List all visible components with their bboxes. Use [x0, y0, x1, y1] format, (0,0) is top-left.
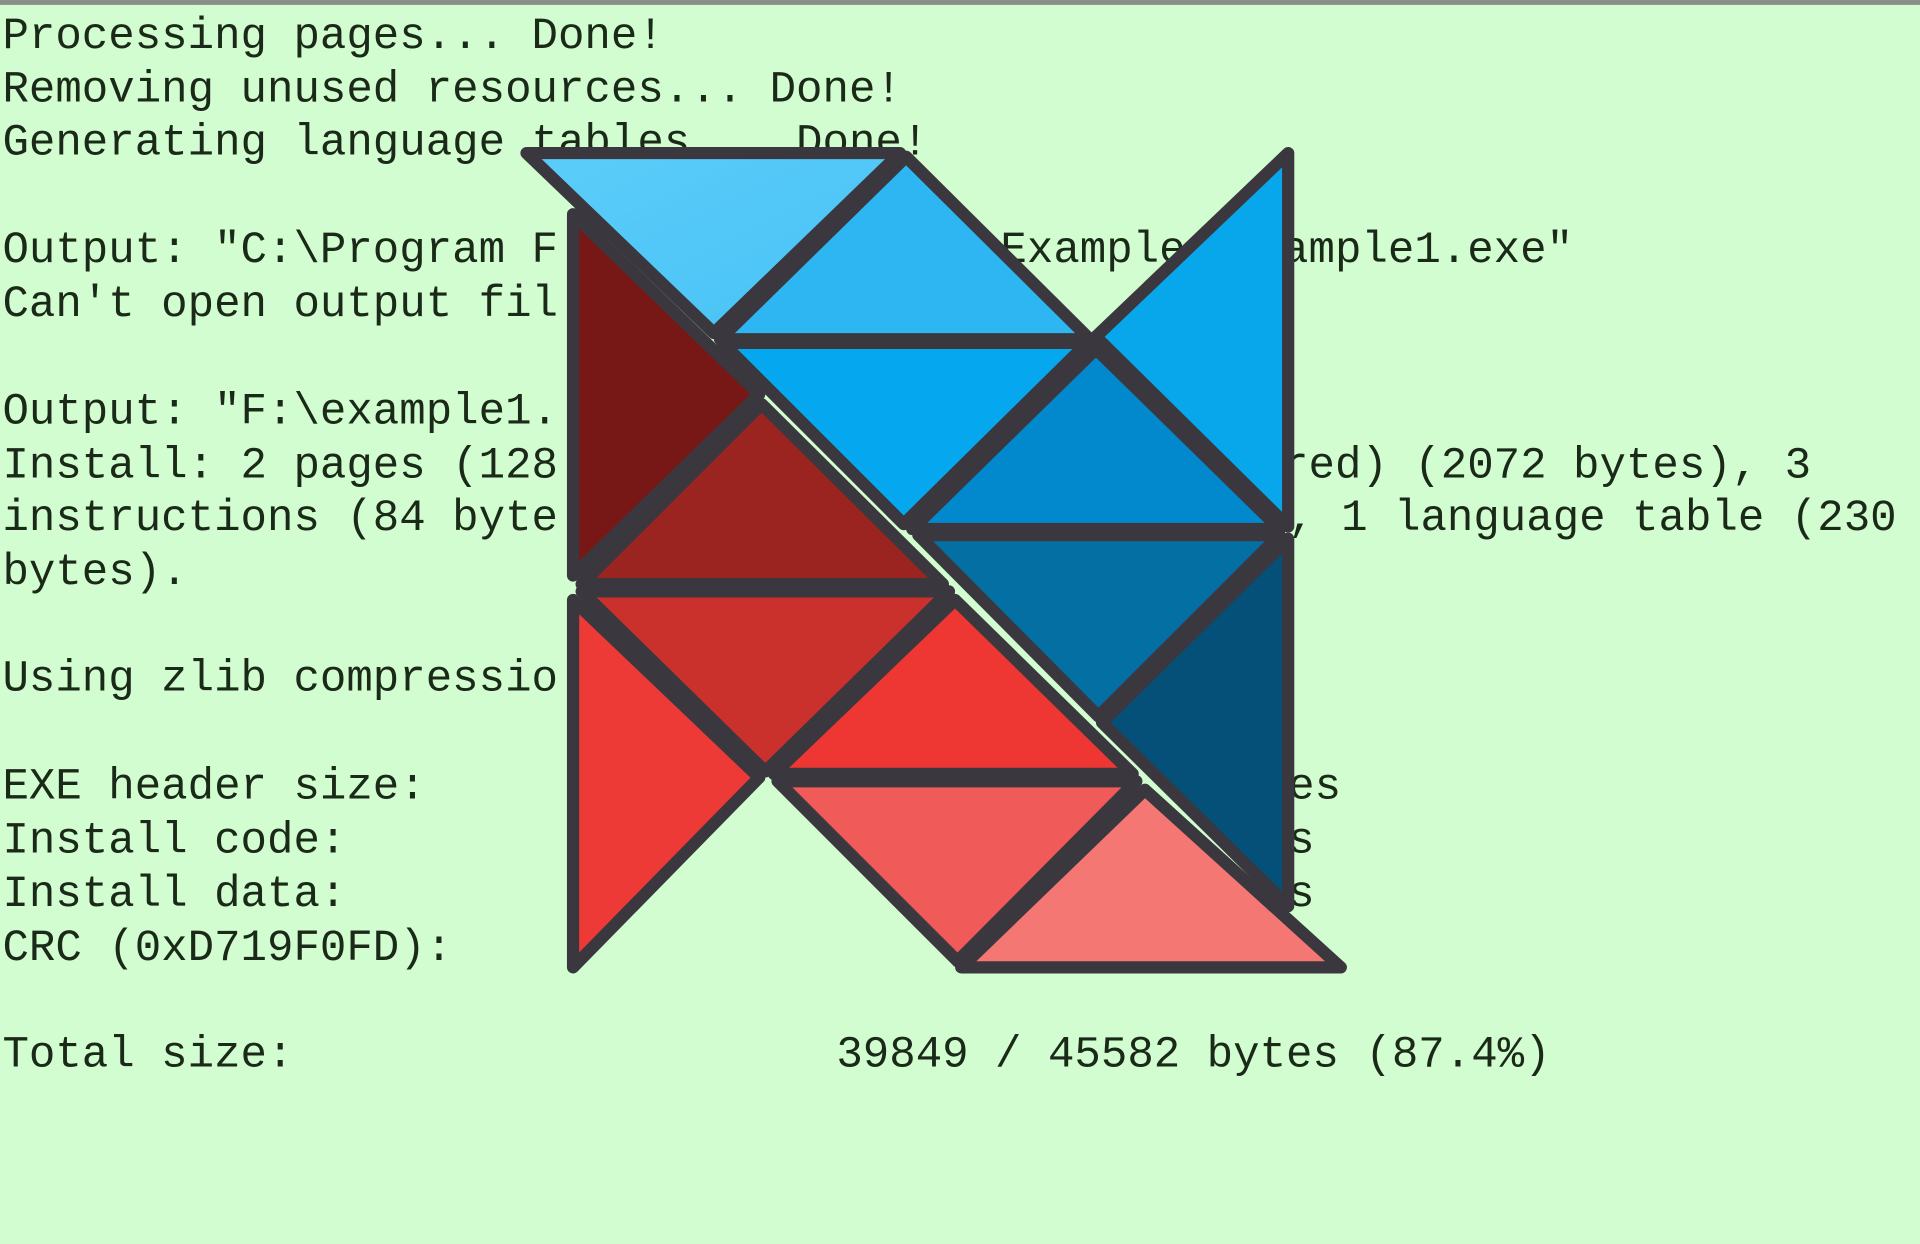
log-text: Processing pages... Done!	[2, 11, 664, 62]
log-text: Output: "C:\Program F	[2, 225, 558, 276]
log-text: es	[1288, 761, 1342, 812]
log-line: Can't open output fil	[2, 278, 558, 332]
logo-triangle	[771, 775, 1143, 968]
logo-triangle	[716, 336, 1094, 531]
log-line: instructions (84 byte , 1 language table…	[2, 492, 1920, 546]
log-text: Install: 2 pages (128	[2, 440, 558, 492]
logo-triangle	[912, 528, 1286, 723]
log-text: red) (2072 bytes), 3	[1282, 440, 1812, 492]
nsis-logo-icon	[520, 146, 1347, 974]
log-line: Install data: s	[2, 868, 1912, 922]
logo-triangle	[1089, 146, 1295, 533]
log-text: Using zlib compressio	[2, 653, 558, 705]
logo-triangle	[575, 397, 949, 591]
log-text: Removing unused resources... Done!	[2, 64, 902, 116]
log-text: Install code:	[2, 815, 347, 866]
log-line: Output: "C:\Program F Example ample1.exe…	[2, 224, 1912, 278]
logo-triangle	[566, 208, 766, 582]
log-line: CRC (0xD719F0FD):	[2, 922, 452, 976]
log-text: ample1.exe"	[1282, 225, 1574, 276]
log-text: EXE header size:	[2, 761, 426, 812]
log-line: Removing unused resources... Done!	[2, 64, 901, 118]
log-text: Output: "F:\example1.	[2, 386, 558, 438]
log-text: Example	[1000, 225, 1186, 276]
log-text: bytes).	[2, 547, 188, 598]
log-line: bytes).	[2, 546, 187, 600]
logo-triangle	[955, 783, 1347, 974]
log-line: EXE header size: es	[2, 760, 1912, 814]
log-text: instructions (84 byte	[2, 493, 558, 544]
log-text: Install data:	[2, 869, 347, 920]
logo-triangle	[575, 585, 956, 778]
logo-triangle	[767, 593, 1139, 781]
log-text: Can't open output fil	[2, 279, 558, 330]
log-line: Install: 2 pages (128 red) (2072 bytes),…	[2, 440, 1912, 494]
logo-triangle	[1095, 532, 1295, 913]
log-line: Install code: s	[2, 814, 1912, 868]
window-top-border	[0, 0, 1920, 5]
logo-triangle	[520, 146, 907, 340]
logo-triangle	[566, 593, 766, 974]
log-text: CRC (0xD719F0FD):	[2, 923, 453, 974]
log-line: Using zlib compressio	[2, 653, 558, 707]
log-text: Total size:	[2, 1029, 294, 1081]
log-line: Output: "F:\example1.	[2, 386, 558, 440]
total-size-value: 39849 / 45582 bytes (87.4%)	[836, 1029, 1551, 1081]
log-line-total-size: Total size: 39849 / 45582 bytes (87.4%)	[2, 1029, 1912, 1083]
log-text: , 1 language table (230	[1288, 493, 1897, 544]
compiler-output-window: Processing pages... Done! Removing unuse…	[0, 0, 1920, 1083]
log-line: Processing pages... Done!	[2, 10, 663, 64]
